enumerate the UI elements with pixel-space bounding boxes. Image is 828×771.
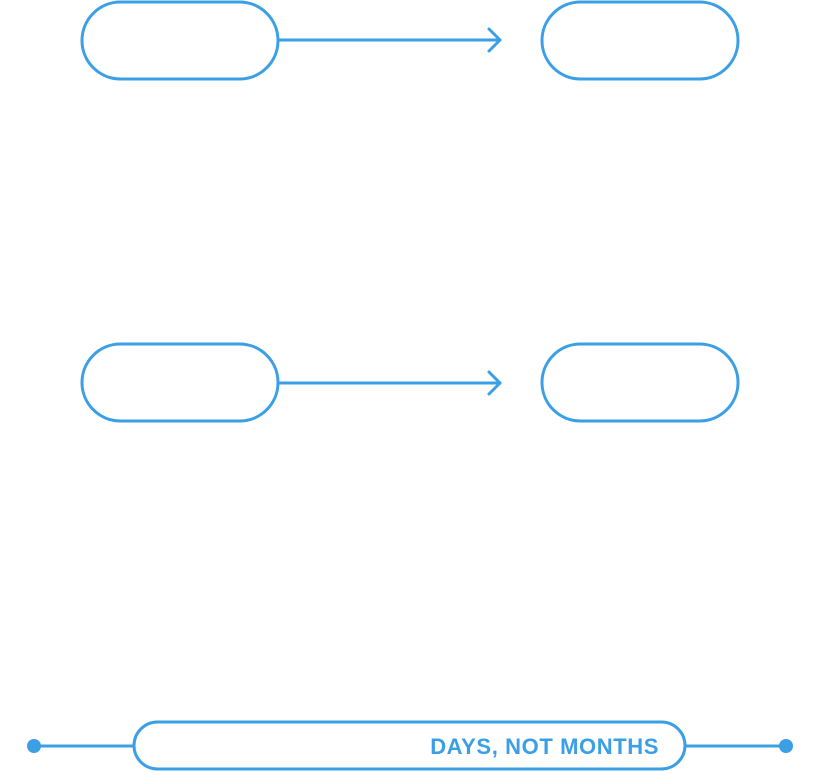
flow-row-1 bbox=[80, 0, 740, 81]
timeline-right-dot-icon bbox=[779, 739, 793, 753]
flow-row-1-end-pill bbox=[540, 0, 740, 81]
footer-timeline: DAYS, NOT MONTHS bbox=[27, 720, 793, 771]
flow-row-2-end-pill bbox=[540, 342, 740, 423]
footer-label: DAYS, NOT MONTHS bbox=[430, 734, 659, 759]
flow-row-2-arrow-head-icon bbox=[487, 370, 502, 396]
flow-row-2 bbox=[80, 342, 740, 423]
flow-row-2-start-pill bbox=[80, 342, 280, 423]
flow-row-1-start-pill bbox=[80, 0, 280, 81]
flow-row-1-arrow-head-icon bbox=[487, 27, 502, 53]
